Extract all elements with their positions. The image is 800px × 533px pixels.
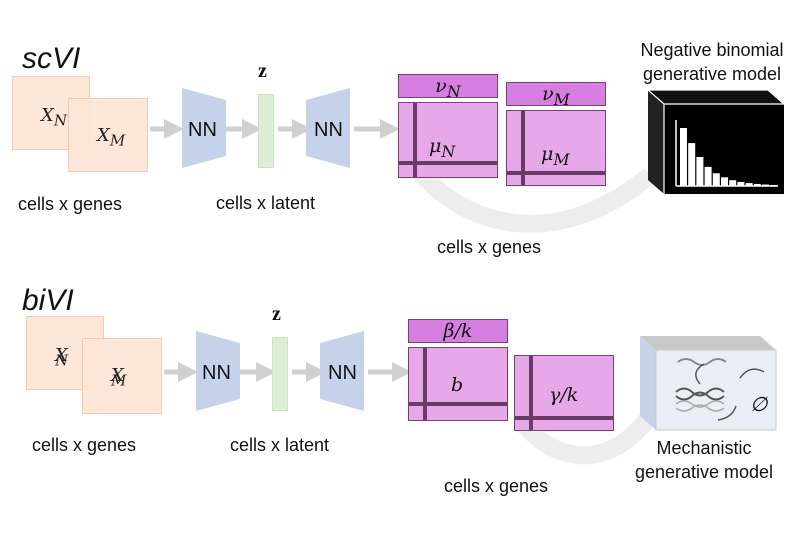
- histogram-bar: [729, 180, 737, 186]
- scvi-latent-symbol: z: [258, 60, 267, 82]
- scvi-mu-n-label: μN: [429, 135, 456, 161]
- bivi-caption-latent: cells x latent: [230, 435, 330, 455]
- bivi-beta-vector: β/k: [408, 319, 508, 343]
- bivi-generative-line2: generative model: [634, 462, 774, 482]
- scvi-encoder-label: NN: [188, 119, 217, 141]
- bivi-encoder-shape: [196, 331, 240, 411]
- scvi-decoder-label: NN: [314, 119, 343, 141]
- scvi-nu-m-vector: νM: [506, 82, 606, 109]
- bivi-connector-curve: [512, 395, 668, 465]
- scvi-mu-n-matrix: μN: [398, 102, 498, 178]
- bivi-decoder-label: NN: [328, 362, 357, 384]
- scvi-connector-curve: [413, 166, 656, 233]
- histogram-bar: [745, 183, 753, 186]
- histogram-bar: [704, 166, 712, 186]
- scvi-mu-m-label: μM: [541, 143, 570, 169]
- scvi-nu-n-vector: νN: [398, 74, 498, 101]
- bivi-b-label: b: [451, 374, 464, 396]
- null-set-icon: ∅: [750, 392, 768, 416]
- histogram-bar: [696, 157, 704, 186]
- bivi-generative-caption: Mechanistic generative model: [618, 436, 790, 484]
- histogram-bar: [753, 183, 761, 186]
- bivi-decoder-shape: [320, 331, 364, 411]
- bivi-encoder-label: NN: [202, 362, 231, 384]
- scvi-nu-m-label: νM: [542, 83, 570, 109]
- bivi-gamma-label: γ/k: [549, 384, 579, 406]
- histogram-bar: [737, 181, 745, 186]
- histogram-bar: [721, 177, 728, 186]
- scvi-input-xm: XM: [68, 98, 148, 172]
- scvi-generative-line2: generative model: [642, 64, 782, 84]
- scvi-caption-output: cells x genes: [437, 237, 542, 257]
- negative-binomial-box-icon: [646, 89, 786, 194]
- mechanistic-box-icon: [640, 336, 777, 431]
- bivi-generative-line1: Mechanistic: [656, 438, 752, 458]
- scvi-generative-line1: Negative binomial: [640, 40, 784, 60]
- bivi-beta-label: β/k: [443, 320, 473, 342]
- bivi-caption-output: cells x genes: [444, 476, 549, 496]
- scvi-caption-latent: cells x latent: [216, 193, 316, 213]
- scvi-encoder-shape: [182, 88, 226, 168]
- scvi-decoder-shape: [306, 88, 350, 168]
- scvi-latent-bar: [258, 94, 274, 168]
- scvi-generative-caption: Negative binomial generative model: [626, 38, 798, 86]
- scvi-mu-m-matrix: μM: [506, 110, 606, 186]
- bivi-latent-symbol: z: [272, 303, 281, 325]
- bivi-caption-input: cells x genes: [32, 435, 137, 455]
- scvi-input-xn-label: XN: [41, 105, 67, 130]
- scvi-caption-input: cells x genes: [18, 194, 123, 214]
- scvi-nu-n-label: νN: [435, 75, 461, 101]
- bivi-gamma-matrix: γ/k: [514, 355, 614, 431]
- histogram-bar: [712, 173, 720, 186]
- bivi-b-matrix: b: [408, 347, 508, 421]
- bivi-latent-bar: [272, 337, 288, 411]
- histogram-bar: [680, 128, 687, 186]
- bivi-title: biVI: [22, 284, 74, 317]
- scvi-input-xm-label: XM: [97, 125, 126, 150]
- histogram-bar: [688, 143, 696, 186]
- scvi-title: scVI: [22, 42, 81, 75]
